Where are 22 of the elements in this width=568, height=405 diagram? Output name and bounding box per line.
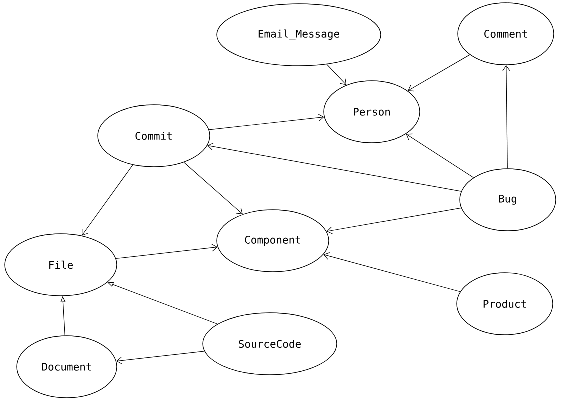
- ellipse-node: Person: [324, 80, 420, 144]
- ellipse-node: Document: [16, 336, 118, 398]
- arrow: [184, 162, 243, 214]
- ellipse-node: Email_Message: [216, 4, 382, 66]
- arrow: [208, 114, 324, 130]
- arrow: [324, 252, 461, 292]
- ellipse-node: Commit: [98, 104, 210, 168]
- arrow: [116, 351, 205, 365]
- ellipse-node: Comment: [458, 2, 554, 66]
- ellipse-node: Product: [456, 272, 554, 336]
- arrow: [116, 244, 218, 260]
- arrow: [326, 208, 462, 234]
- arrow: [326, 64, 347, 86]
- ellipse-node: File: [4, 234, 118, 296]
- ellipse-node: Component: [216, 210, 330, 272]
- arrow: [502, 65, 510, 169]
- arrow: [408, 54, 470, 92]
- arrow: [208, 142, 462, 192]
- ellipse-node: SourceCode: [202, 312, 338, 376]
- ellipse-node: Bug: [460, 168, 556, 232]
- arrow: [406, 134, 474, 178]
- arrow: [82, 164, 134, 236]
